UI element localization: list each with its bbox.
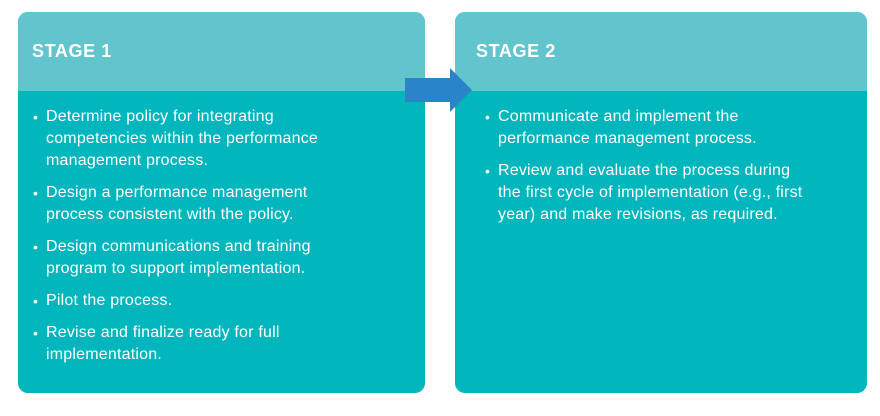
list-item: Revise and finalize ready for full imple… <box>33 322 407 366</box>
list-item: Design communications and training progr… <box>33 236 407 280</box>
stage-1-body: Determine policy for integrating compete… <box>18 91 425 366</box>
stage-1-header: STAGE 1 <box>18 12 425 91</box>
stage-1-bullet-list: Determine policy for integrating compete… <box>33 106 407 366</box>
stage-1-title: STAGE 1 <box>32 41 112 61</box>
stage-2-title: STAGE 2 <box>476 41 556 61</box>
stage-2-header: STAGE 2 <box>455 12 867 91</box>
list-item: Determine policy for integrating compete… <box>33 106 407 172</box>
list-item: Communicate and implement the performanc… <box>485 106 851 150</box>
stage-1-card: STAGE 1 Determine policy for integrating… <box>18 12 425 393</box>
arrow-right-shape <box>405 68 472 112</box>
stage-2-bullet-list: Communicate and implement the performanc… <box>485 106 851 226</box>
stage-2-body: Communicate and implement the performanc… <box>455 91 867 226</box>
list-item: Design a performance management process … <box>33 182 407 226</box>
list-item: Review and evaluate the process during t… <box>485 160 851 226</box>
arrow-right-icon <box>405 68 472 112</box>
list-item: Pilot the process. <box>33 290 407 312</box>
stage-2-card: STAGE 2 Communicate and implement the pe… <box>455 12 867 393</box>
